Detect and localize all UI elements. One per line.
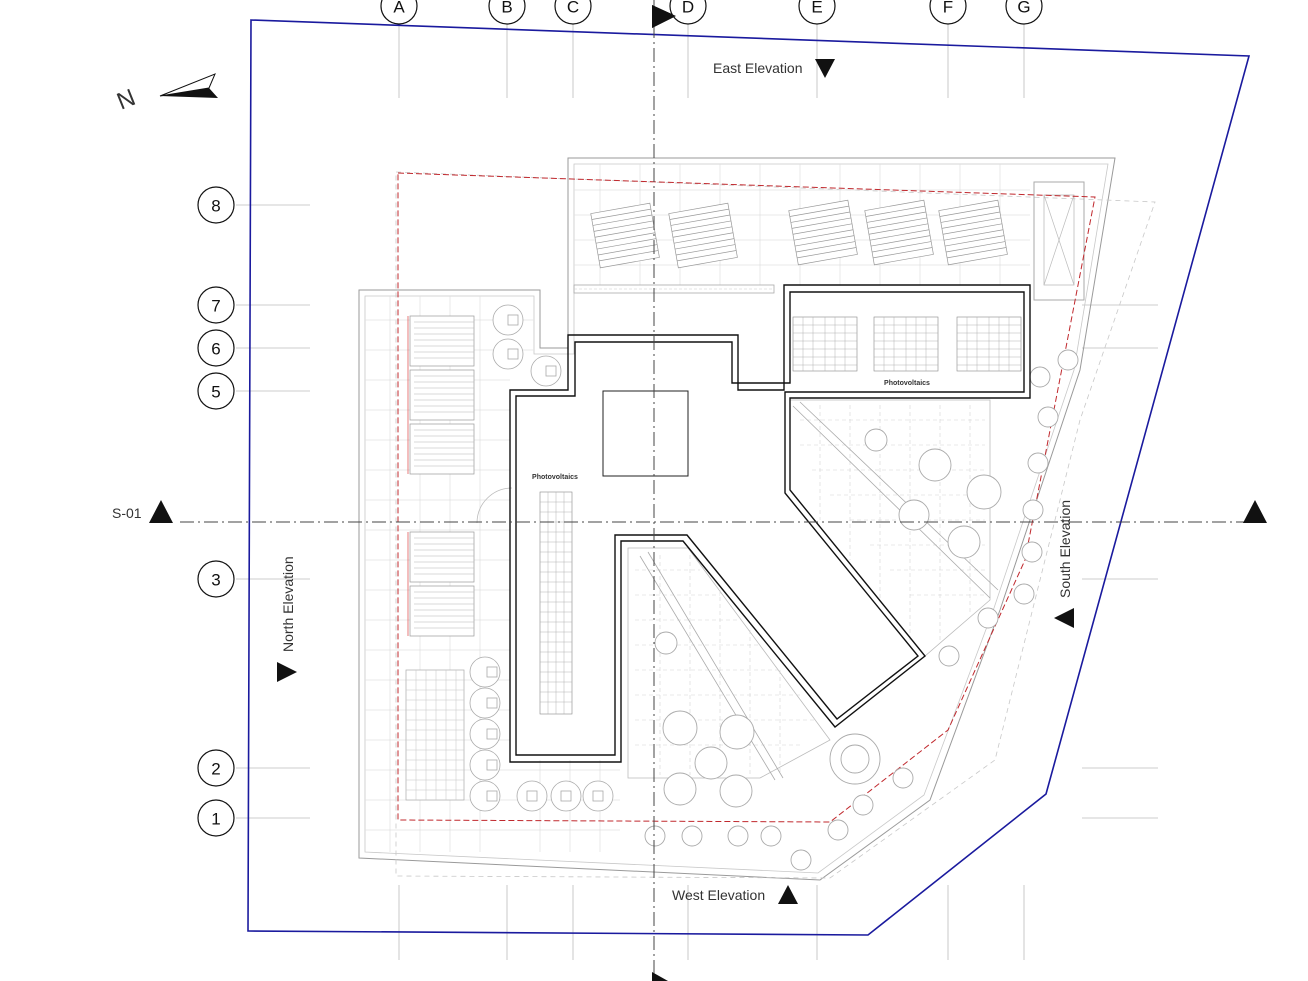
building-outline	[509, 284, 1031, 763]
elevation-west-arrow-icon	[778, 885, 798, 904]
grid-bubble-row: 8	[197, 186, 235, 224]
section-arrow-bottom-icon	[652, 972, 668, 981]
grid-bubble-col: G	[1005, 0, 1043, 25]
grid-row-label: 8	[211, 197, 220, 216]
setback-line	[397, 172, 1096, 823]
grid-lines	[236, 20, 1158, 960]
elevation-south-arrow-icon	[1054, 608, 1074, 628]
grid-bubble-row: 2	[197, 749, 235, 787]
water-tanks	[469, 304, 614, 812]
grid-col-label: F	[943, 0, 953, 17]
skylight	[602, 390, 689, 477]
pv-label-left: Photovoltaics	[532, 474, 578, 481]
grid-bubble-row: 7	[197, 286, 235, 324]
trees	[644, 349, 1079, 871]
grid-row-label: 2	[211, 760, 220, 779]
north-label: N	[113, 84, 139, 116]
grid-bubble-row: 5	[197, 372, 235, 410]
grid-bubble-col: E	[798, 0, 836, 25]
elevation-south-label: South Elevation	[1057, 500, 1073, 598]
section-label: S-01	[112, 505, 142, 521]
grid-bubble-col: B	[488, 0, 526, 25]
elevation-east-label: East Elevation	[713, 60, 803, 76]
elevation-east-arrow-icon	[815, 59, 835, 78]
north-arrow-icon: N	[113, 73, 218, 116]
grid-bubble-col: D	[669, 0, 707, 25]
grid-row-label: 5	[211, 383, 220, 402]
grid-row-label: 6	[211, 340, 220, 359]
section-arrow-right-icon	[1243, 500, 1267, 523]
grid-bubble-row: 6	[197, 329, 235, 367]
section-arrow-left-icon	[149, 500, 173, 523]
site-boundary	[247, 19, 1251, 936]
elevation-north-arrow-icon	[277, 662, 297, 682]
grid-col-label: B	[501, 0, 512, 17]
elevation-south: South Elevation	[1054, 500, 1074, 628]
solar-collectors	[405, 199, 1008, 801]
photovoltaic-arrays	[539, 316, 1022, 715]
grid-col-label: D	[682, 0, 694, 17]
grid-bubble-row: 3	[197, 560, 235, 598]
row-grid-bubbles: 8 7 6 5 3 2 1	[197, 186, 235, 837]
grid-row-label: 7	[211, 297, 220, 316]
elevation-north: North Elevation	[277, 556, 297, 682]
grid-col-label: A	[393, 0, 405, 17]
grid-bubble-col: C	[554, 0, 592, 25]
column-grid-bubbles: A B C D E F G	[380, 0, 1043, 25]
grid-bubble-col: A	[380, 0, 418, 25]
grid-row-label: 3	[211, 571, 220, 590]
grid-col-label: E	[811, 0, 822, 17]
garden-areas	[627, 399, 999, 781]
elevation-east: East Elevation	[713, 59, 835, 78]
elevation-north-label: North Elevation	[280, 556, 296, 652]
grid-row-label: 1	[211, 810, 220, 829]
grid-col-label: G	[1017, 0, 1030, 17]
elevation-west-label: West Elevation	[672, 887, 765, 903]
pv-label-right: Photovoltaics	[884, 380, 930, 387]
grid-bubble-col: F	[929, 0, 967, 25]
grid-col-label: C	[567, 0, 579, 17]
grid-bubble-row: 1	[197, 799, 235, 837]
elevation-west: West Elevation	[672, 885, 798, 904]
